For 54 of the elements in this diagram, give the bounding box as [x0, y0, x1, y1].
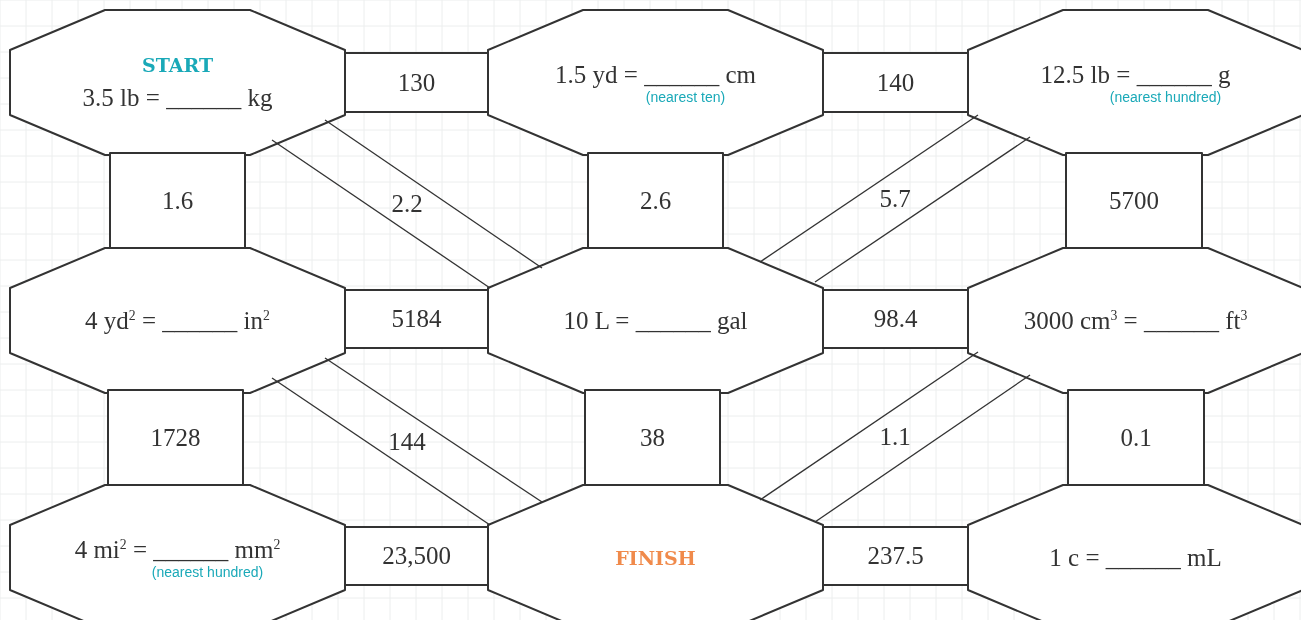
octagon-space [968, 485, 1301, 620]
answer-box [823, 53, 968, 112]
number-text: 1.1 [879, 423, 911, 451]
octagon-space [968, 10, 1301, 155]
diagonal-path [272, 120, 542, 288]
answer-box [108, 390, 243, 485]
answer-box [585, 390, 720, 485]
finish-label: FINISH [615, 546, 696, 569]
rounding-note: (nearest hundred) [1109, 88, 1222, 105]
number-text: 0.1 [1120, 423, 1152, 452]
equation-text: 4 yd$^{2}$ = ______ in$^{2}$ [85, 306, 270, 335]
equation-text: 12.5 lb = ______ g [1040, 60, 1231, 89]
number-text: 2.6 [639, 186, 672, 215]
number-text: 1728 [150, 423, 201, 452]
octagon-space [488, 485, 823, 620]
start-label: START [141, 53, 214, 76]
answer-box [345, 290, 488, 348]
answer-box [823, 290, 968, 348]
equation-text: 3000 cm$^{3}$ = ______ ft$^{3}$ [1023, 306, 1248, 335]
answer-box [588, 153, 723, 248]
equation-text: 10 L = ______ gal [563, 306, 748, 335]
number-text: 5184 [391, 305, 442, 333]
octagon-space [488, 248, 823, 393]
octagon-space [10, 485, 345, 620]
octagon-space [10, 10, 345, 155]
number-text: 237.5 [867, 542, 924, 570]
number-text: 140 [876, 68, 915, 97]
number-text: 23,500 [382, 542, 451, 570]
number-text: 130 [397, 68, 436, 97]
number-text: 98.4 [873, 305, 918, 333]
diagonal-path [760, 115, 1030, 282]
answer-box [823, 527, 968, 585]
number-text: 144 [388, 427, 426, 456]
number-text: 5.7 [879, 184, 911, 213]
rounding-note: (nearest ten) [645, 88, 726, 105]
equation-text: 4 mi$^{2}$ = ______ mm$^{2}$ [74, 535, 281, 564]
answer-box [345, 53, 488, 112]
answer-box [1066, 153, 1202, 248]
number-text: 5700 [1109, 186, 1159, 215]
octagon-space [488, 10, 823, 155]
rounding-note: (nearest hundred) [151, 563, 264, 580]
equation-text: 1 c = ______ mL [1049, 543, 1222, 572]
octagon-space [10, 248, 345, 393]
number-text: 2.2 [391, 190, 423, 218]
number-text: 38 [640, 423, 665, 452]
answer-box [345, 527, 488, 585]
equation-text: 3.5 lb = ______ kg [82, 83, 273, 112]
answer-box [1068, 390, 1204, 485]
octagon-space [968, 248, 1301, 393]
diagonal-path [272, 358, 542, 525]
diagonal-path [760, 352, 1030, 522]
equation-text: 1.5 yd = ______ cm [555, 60, 756, 89]
number-text: 1.6 [161, 186, 194, 215]
answer-box [110, 153, 245, 248]
